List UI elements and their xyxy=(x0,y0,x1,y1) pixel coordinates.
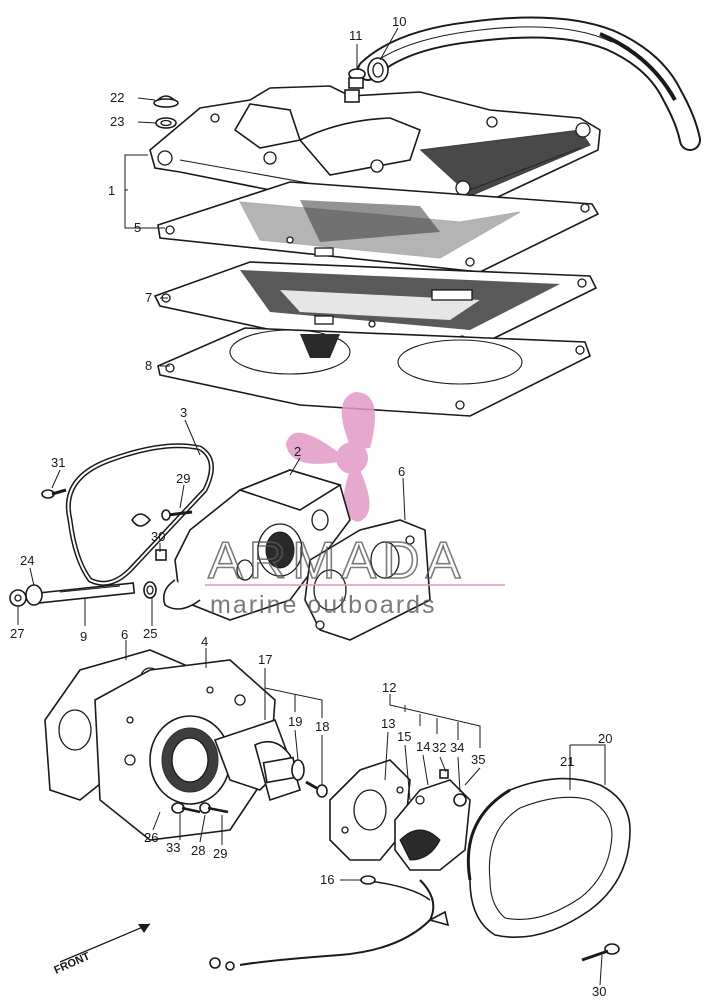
callout-25: 25 xyxy=(143,626,157,641)
collar-part-24 xyxy=(25,584,43,606)
gasket-part-7 xyxy=(153,261,598,351)
callout-33: 33 xyxy=(166,840,180,855)
points-assembly-part-12 xyxy=(394,769,471,871)
screw-part-30-upper xyxy=(155,549,167,561)
wire-part-16 xyxy=(209,875,450,971)
callout-19: 19 xyxy=(288,714,302,729)
callout-31: 31 xyxy=(51,455,65,470)
housing-part-4 xyxy=(94,659,301,841)
callout-30-lower: 30 xyxy=(592,984,606,999)
nut-part-27 xyxy=(9,589,27,607)
callout-4: 4 xyxy=(201,634,208,649)
washer-part-25 xyxy=(143,581,157,599)
cover-part-1 xyxy=(149,85,601,211)
callout-26: 26 xyxy=(144,830,158,845)
watermark-brand: ARMADA xyxy=(208,532,466,590)
gasket-part-5 xyxy=(157,181,600,273)
callout-17: 17 xyxy=(258,652,272,667)
washer-part-23 xyxy=(155,117,177,129)
callout-34: 34 xyxy=(450,740,464,755)
callout-9: 9 xyxy=(80,629,87,644)
hose-part-10 xyxy=(357,16,701,151)
plug-part-22 xyxy=(153,95,179,108)
callout-14: 14 xyxy=(416,739,430,754)
callout-6-upper: 6 xyxy=(398,464,405,479)
carburetor-body-part-2 xyxy=(162,469,351,621)
shaft-part-9 xyxy=(36,582,136,604)
callout-15: 15 xyxy=(397,729,411,744)
callout-22: 22 xyxy=(110,90,124,105)
callout-labels: 1 2 3 4 5 6 6 7 8 9 10 11 12 13 14 15 16… xyxy=(10,14,612,999)
watermark-tagline: marine outboards xyxy=(210,591,437,619)
screw-part-33 xyxy=(171,802,201,814)
gasket-part-6-upper xyxy=(304,519,431,641)
front-direction-arrow: FRONT xyxy=(52,923,151,977)
callout-30-upper: 30 xyxy=(151,529,165,544)
front-label: FRONT xyxy=(52,950,92,976)
callout-11: 11 xyxy=(349,28,363,43)
callout-2: 2 xyxy=(294,444,301,459)
callout-8: 8 xyxy=(145,358,152,373)
callout-28: 28 xyxy=(191,843,205,858)
armada-logo-propeller-icon xyxy=(286,392,375,522)
screw-part-28 xyxy=(199,802,229,814)
callout-6-lower: 6 xyxy=(121,627,128,642)
callout-29-lower: 29 xyxy=(213,846,227,861)
end-cover-part-20 xyxy=(466,777,631,938)
screw-part-31 xyxy=(41,488,67,499)
leader-lines xyxy=(17,27,606,986)
screw-part-30-lower xyxy=(581,943,620,962)
cover-seal-part-3 xyxy=(65,443,214,586)
callout-16: 16 xyxy=(320,872,334,887)
callout-12: 12 xyxy=(382,680,396,695)
callout-7: 7 xyxy=(145,290,152,305)
callout-24: 24 xyxy=(20,553,34,568)
callout-27: 27 xyxy=(10,626,24,641)
callout-18: 18 xyxy=(315,719,329,734)
callout-29-upper: 29 xyxy=(176,471,190,486)
clip-part-11 xyxy=(348,68,366,89)
callout-21: 21 xyxy=(560,754,574,769)
armada-watermark: ARMADA marine outboards xyxy=(205,531,505,619)
screw-part-18 xyxy=(305,780,328,798)
callout-1: 1 xyxy=(108,183,115,198)
valve-assembly-part-17 xyxy=(262,756,305,784)
gasket-part-8 xyxy=(157,327,591,417)
callout-10: 10 xyxy=(392,14,406,29)
callout-5: 5 xyxy=(134,220,141,235)
callout-32: 32 xyxy=(432,740,446,755)
callout-23: 23 xyxy=(110,114,124,129)
clip-part xyxy=(131,513,152,527)
screw-part-29-upper xyxy=(161,509,193,521)
callout-35: 35 xyxy=(471,752,485,767)
callout-13: 13 xyxy=(381,716,395,731)
callout-20: 20 xyxy=(598,731,612,746)
callout-3: 3 xyxy=(180,405,187,420)
